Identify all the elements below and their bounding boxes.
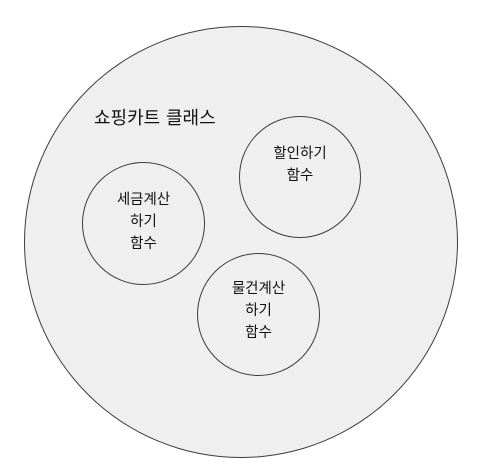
tax-function-label-line: 함수 — [130, 235, 157, 252]
discount-function-label-line: 할인하기 — [273, 146, 327, 162]
tax-function-label-line: 하기 — [130, 213, 157, 230]
class-label: 쇼핑카트 클래스 — [94, 108, 216, 129]
shipping-function-label-line: 함수 — [245, 324, 272, 341]
discount-function-circle: 할인하기 함수 — [239, 116, 361, 238]
shipping-function-circle: 물건계산 하기 함수 — [197, 253, 320, 376]
discount-function-label-line: 함수 — [286, 168, 314, 184]
tax-function-circle: 세금계산 하기 함수 — [82, 162, 205, 285]
discount-function-label: 할인하기 함수 — [273, 143, 326, 187]
tax-function-label: 세금계산 하기 함수 — [117, 189, 170, 255]
tax-function-label-line: 세금계산 — [116, 191, 171, 208]
shipping-function-label-line: 하기 — [245, 302, 272, 319]
shipping-function-label-line: 물건계산 — [231, 280, 286, 297]
shipping-function-label: 물건계산 하기 함수 — [232, 278, 285, 344]
